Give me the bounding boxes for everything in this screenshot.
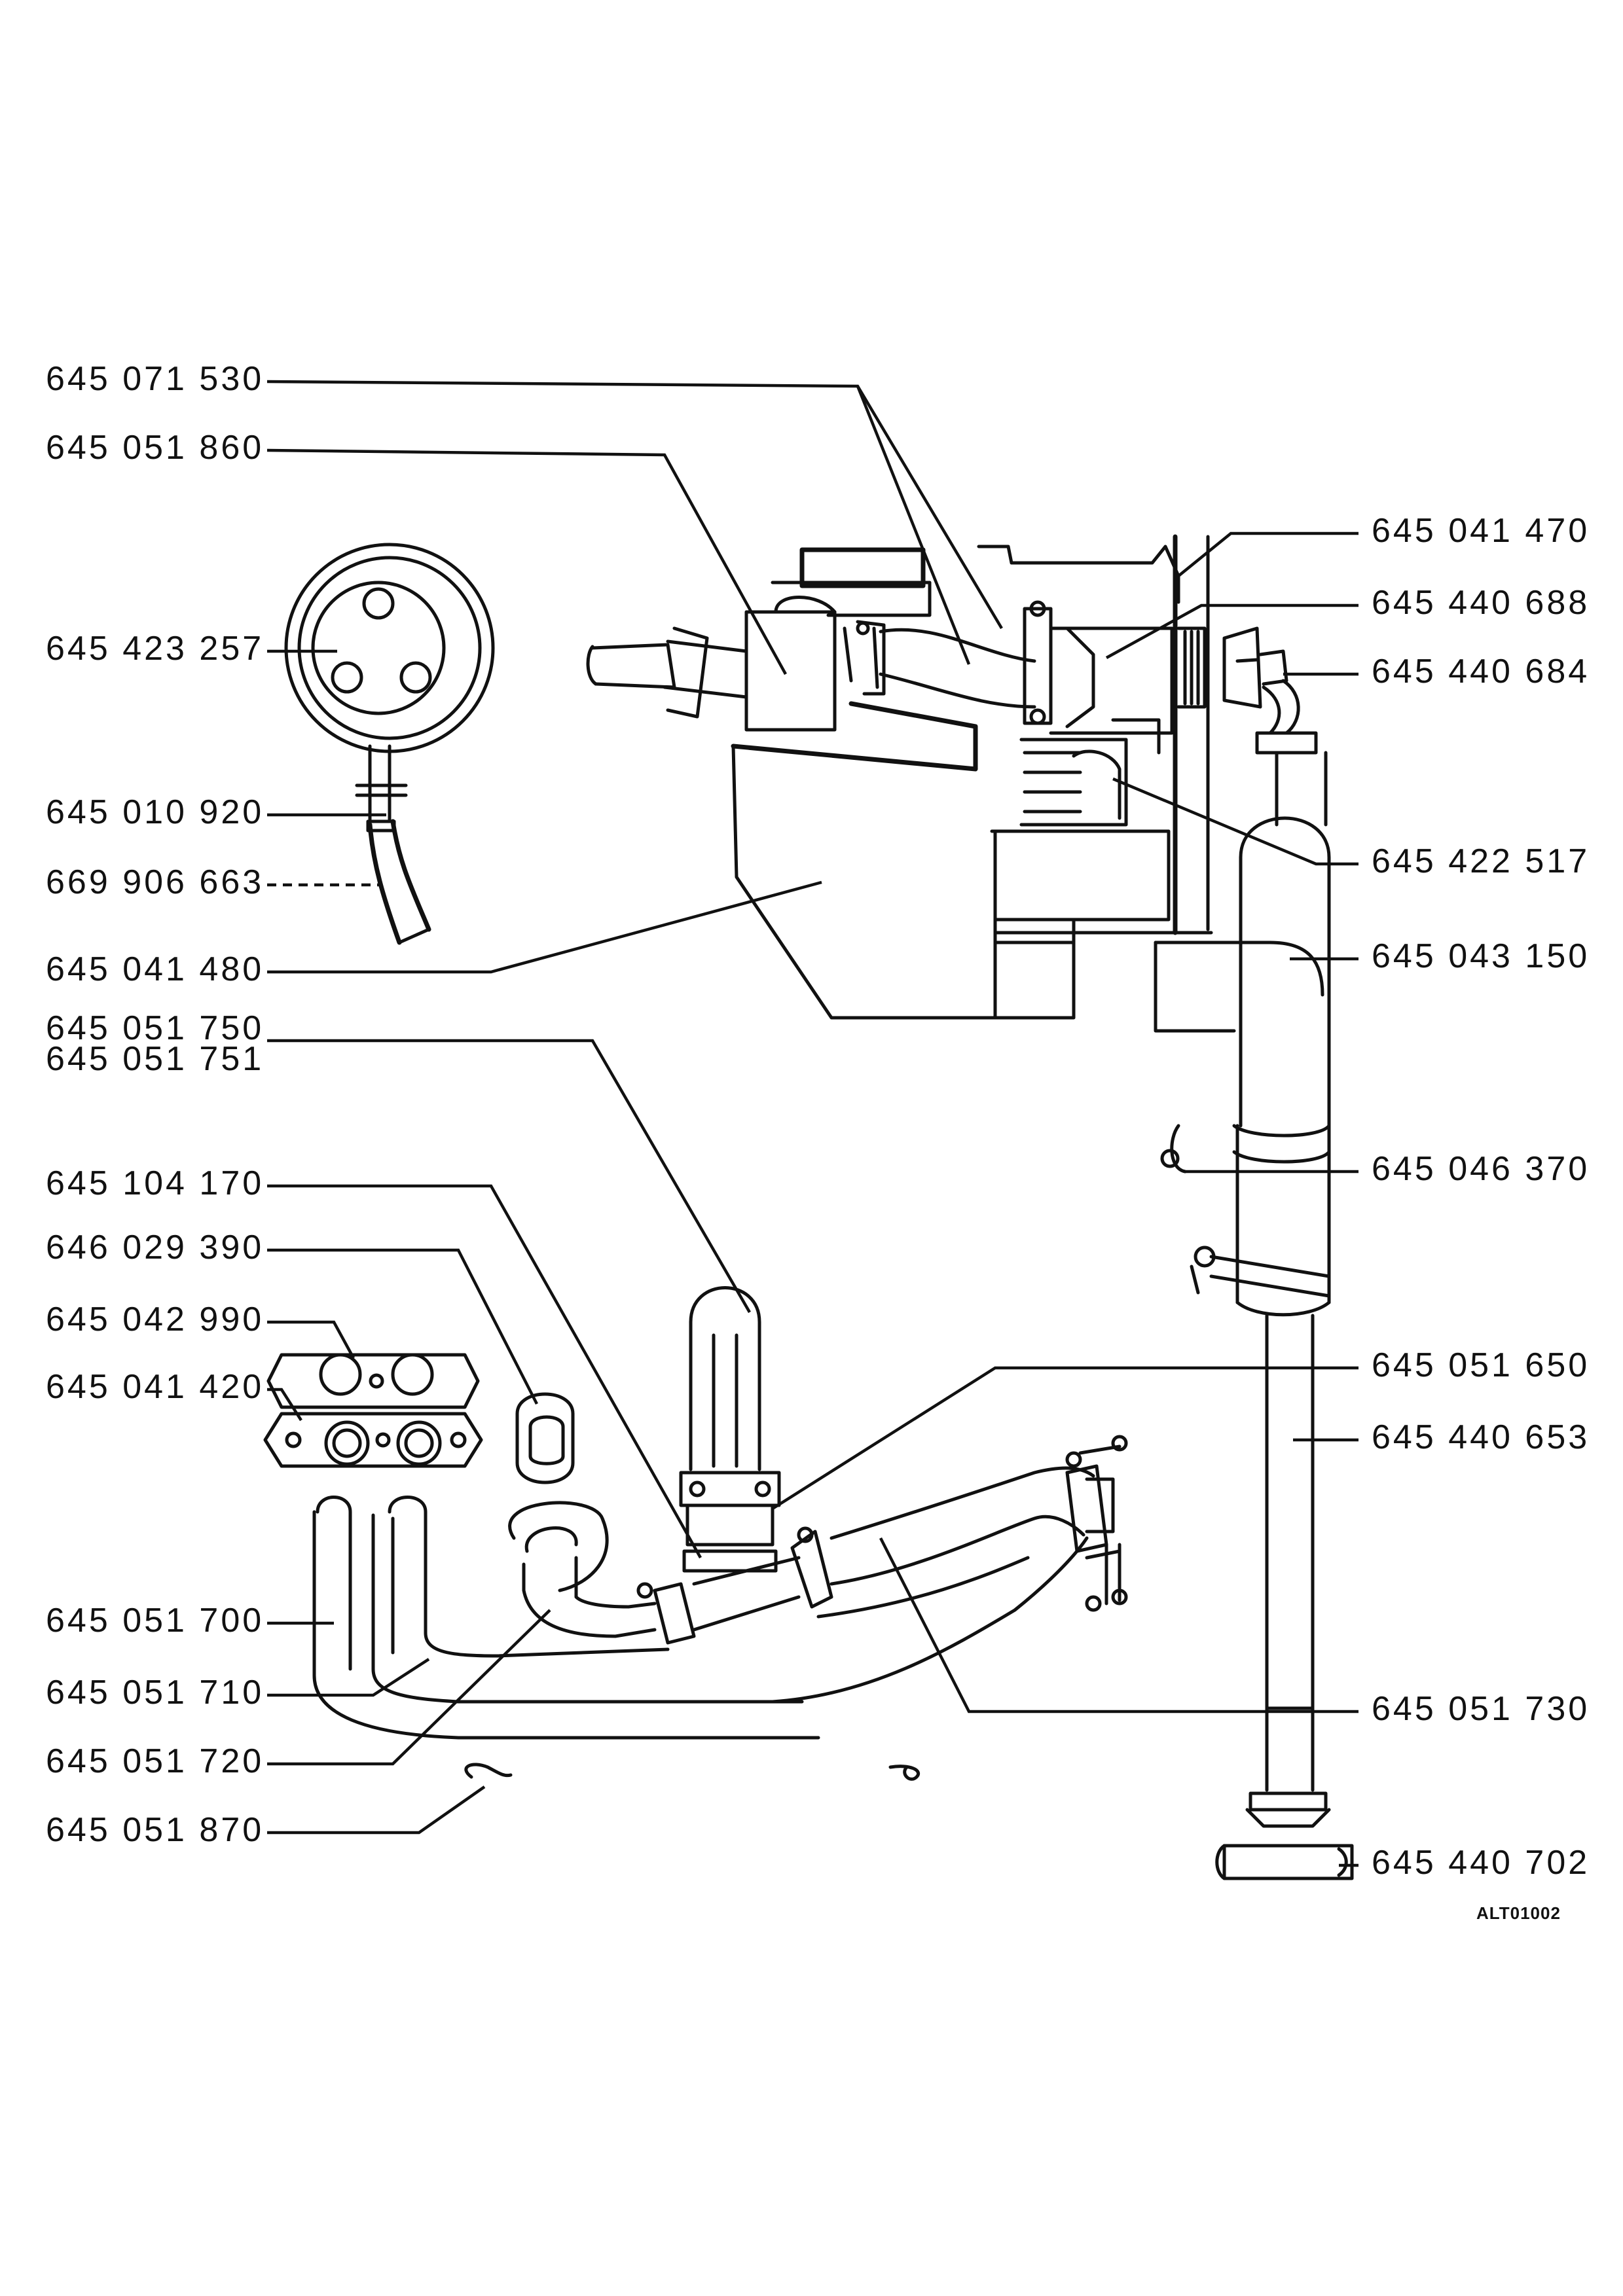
part-number-label: 645 071 530 (46, 360, 264, 398)
part-number-label: 645 051 751 (46, 1040, 264, 1078)
lower-pipework (263, 1286, 1128, 1781)
part-number-label: 645 104 170 (46, 1164, 264, 1202)
part-number-label: 645 051 750 (46, 1009, 264, 1047)
part-number-label: 645 041 420 (46, 1368, 264, 1406)
pulley-part (284, 543, 495, 945)
part-number-label: 645 051 650 (1372, 1346, 1590, 1384)
thermostat-fitting (1222, 626, 1318, 755)
part-number-label: 669 906 663 (46, 863, 264, 901)
part-number-label: 645 440 684 (1372, 653, 1590, 691)
engine-block (586, 534, 1213, 1020)
part-number-label: 645 010 920 (46, 793, 264, 831)
part-number-label: 645 440 653 (1372, 1418, 1590, 1456)
part-number-label: 645 041 480 (46, 950, 264, 988)
part-number-label: 645 051 860 (46, 429, 264, 467)
part-number-label: 645 422 517 (1372, 842, 1590, 880)
part-number-label: 645 042 990 (46, 1300, 264, 1338)
part-number-label: 645 051 720 (46, 1742, 264, 1780)
exhaust-pipe (1154, 751, 1354, 1880)
part-number-label: 645 051 710 (46, 1674, 264, 1712)
part-number-label: 646 029 390 (46, 1229, 264, 1266)
part-number-label: 645 051 700 (46, 1602, 264, 1640)
part-number-label: 645 440 688 (1372, 584, 1590, 622)
part-number-label: 645 046 370 (1372, 1150, 1590, 1188)
part-number-label: 645 051 730 (1372, 1690, 1590, 1728)
leader-lines-left (266, 380, 1003, 1835)
part-number-label: 645 051 870 (46, 1811, 264, 1849)
figure-code: ALT01002 (1476, 1903, 1561, 1923)
part-number-label: 645 440 702 (1372, 1844, 1590, 1882)
part-number-label: 645 041 470 (1372, 512, 1590, 550)
part-number-label: 645 423 257 (46, 630, 264, 668)
part-number-label: 645 043 150 (1372, 937, 1590, 975)
